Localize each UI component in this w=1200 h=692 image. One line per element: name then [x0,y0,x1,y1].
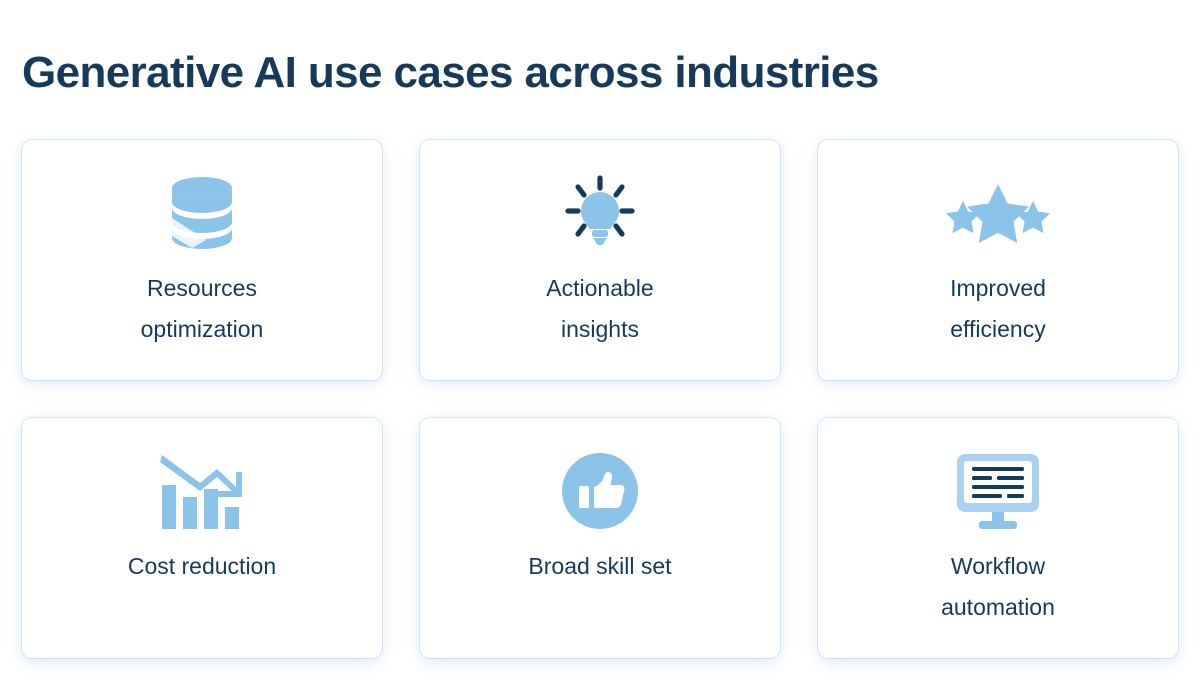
use-case-card-label: Workflow automation [903,546,1093,628]
page-title: Generative AI use cases across industrie… [22,48,879,97]
use-case-card-cost-reduction[interactable]: Cost reduction [22,418,382,658]
use-case-card-label-line2: optimization [140,316,264,342]
use-case-card-label: Actionable insights [505,268,695,350]
use-case-card-label: Broad skill set [420,546,780,587]
use-case-card-resources-optimization[interactable]: Resources optimization [22,140,382,380]
thumbs-up-circle-icon [420,452,780,530]
use-case-card-broad-skill-set[interactable]: Broad skill set [420,418,780,658]
use-case-card-label-line1: Broad skill set [528,553,672,579]
use-case-card-label-line2: insights [561,316,639,342]
use-case-card-label-line1: Workflow [950,553,1046,579]
stars-icon [818,174,1178,252]
declining-bar-chart-icon [22,452,382,530]
use-case-card-label-line1: Resources [147,275,257,301]
use-case-card-label-line1: Improved [950,275,1046,301]
use-case-card-improved-efficiency[interactable]: Improved efficiency [818,140,1178,380]
use-case-card-grid: Resources optimization [22,140,1178,658]
use-case-card-label-line2: automation [941,594,1055,620]
use-case-card-actionable-insights[interactable]: Actionable insights [420,140,780,380]
use-case-card-label-line2: efficiency [950,316,1046,342]
use-case-card-label: Improved efficiency [903,268,1093,350]
monitor-document-icon [818,452,1178,530]
database-icon [22,174,382,252]
use-case-card-label: Cost reduction [22,546,382,587]
use-case-card-workflow-automation[interactable]: Workflow automation [818,418,1178,658]
use-case-card-label-line1: Cost reduction [127,553,277,579]
use-case-card-label-line1: Actionable [546,275,654,301]
use-case-card-label: Resources optimization [107,268,297,350]
lightbulb-icon [420,174,780,252]
